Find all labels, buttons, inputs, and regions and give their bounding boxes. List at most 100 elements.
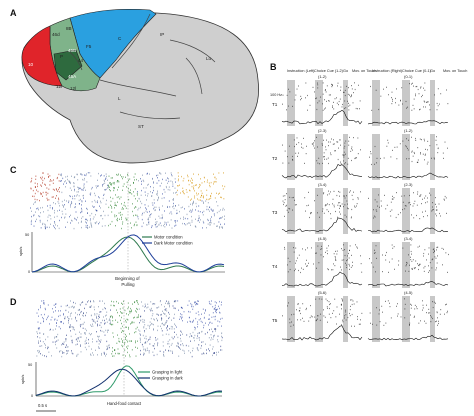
spike-tick: [81, 217, 82, 220]
spike-tick: [346, 195, 347, 197]
spike-tick: [177, 343, 179, 345]
spike-tick: [171, 319, 172, 321]
spike-tick: [343, 244, 344, 246]
spike-tick: [419, 218, 421, 220]
spike-tick: [298, 142, 300, 144]
spike-tick: [334, 98, 336, 100]
spike-tick: [42, 179, 44, 182]
spike-tick: [155, 224, 156, 226]
spike-tick: [195, 301, 197, 303]
spike-tick: [351, 254, 352, 256]
spike-tick: [447, 310, 448, 312]
spike-tick: [105, 177, 107, 179]
spike-tick: [344, 214, 346, 216]
spike-tick: [168, 180, 170, 183]
sulcus-label: C: [118, 36, 122, 41]
spike-tick: [69, 216, 70, 218]
spike-tick: [219, 307, 220, 310]
spike-tick: [422, 153, 424, 155]
spike-tick: [98, 338, 99, 341]
spike-tick: [302, 268, 304, 270]
spike-tick: [282, 103, 283, 105]
spike-tick: [154, 343, 155, 345]
spike-tick: [327, 157, 329, 159]
spike-tick: [35, 186, 36, 188]
spike-tick: [90, 224, 92, 226]
spike-tick: [311, 247, 312, 249]
spike-tick: [35, 178, 37, 180]
spike-tick: [201, 200, 203, 202]
spike-tick: [315, 298, 317, 300]
spike-tick: [46, 318, 47, 321]
spike-tick: [76, 219, 77, 221]
spike-tick: [434, 158, 435, 160]
spike-tick: [47, 315, 49, 317]
spike-tick: [105, 203, 107, 205]
spike-tick: [197, 303, 199, 305]
spike-tick: [122, 177, 123, 180]
spike-tick: [344, 317, 345, 319]
spike-tick: [86, 329, 87, 332]
spike-tick: [343, 195, 345, 197]
c-legend-dark: Dark Motor condition: [154, 241, 193, 246]
spike-tick: [176, 194, 178, 196]
c-event-line2: Pulling: [121, 282, 135, 287]
spike-tick: [161, 214, 163, 216]
panel-letter-a: A: [10, 8, 17, 18]
spike-tick: [33, 214, 35, 216]
spike-tick: [136, 311, 137, 313]
spike-tick: [423, 87, 424, 89]
b-pair-left: (3-4): [318, 182, 327, 187]
spike-tick: [326, 158, 328, 160]
spike-tick: [70, 306, 72, 308]
spike-tick: [153, 329, 154, 331]
spike-tick: [341, 308, 342, 310]
spike-tick: [182, 344, 184, 347]
spike-tick: [148, 221, 149, 224]
spike-tick: [418, 265, 420, 267]
spike-tick: [97, 354, 98, 356]
spike-tick: [89, 193, 91, 195]
spike-tick: [425, 106, 426, 108]
spike-tick: [160, 173, 162, 175]
spike-tick: [358, 323, 360, 325]
spike-tick: [109, 189, 110, 191]
spike-tick: [86, 348, 87, 351]
spike-tick: [124, 349, 126, 351]
spike-tick: [172, 185, 174, 187]
event-band: [315, 134, 323, 180]
spike-tick: [371, 163, 372, 166]
spike-tick: [431, 210, 433, 212]
spike-tick: [383, 88, 384, 90]
spike-tick: [132, 321, 133, 323]
spike-tick: [220, 196, 221, 198]
spike-tick: [408, 139, 409, 141]
spike-tick: [117, 189, 118, 191]
spike-tick: [95, 222, 97, 225]
spike-tick: [343, 259, 345, 261]
spike-tick: [322, 144, 323, 146]
spike-tick: [194, 326, 195, 329]
spike-tick: [173, 207, 175, 210]
spike-tick: [206, 189, 208, 191]
spike-tick: [302, 147, 304, 149]
spike-tick: [163, 188, 165, 191]
sulcus-label: Lu: [206, 56, 212, 61]
spike-tick: [202, 341, 204, 343]
spike-tick: [109, 316, 111, 318]
spike-tick: [173, 317, 175, 319]
spike-tick: [46, 355, 47, 358]
spike-tick: [349, 312, 350, 315]
spike-tick: [99, 311, 101, 313]
spike-tick: [55, 343, 56, 346]
spike-tick: [212, 346, 214, 348]
spike-tick: [138, 180, 139, 182]
spike-tick: [117, 217, 118, 220]
spike-tick: [327, 307, 328, 309]
spike-tick: [166, 300, 167, 302]
spike-tick: [309, 104, 311, 106]
spike-tick: [333, 139, 334, 141]
spike-tick: [201, 313, 202, 315]
spike-tick: [328, 190, 329, 192]
spike-tick: [435, 302, 436, 304]
